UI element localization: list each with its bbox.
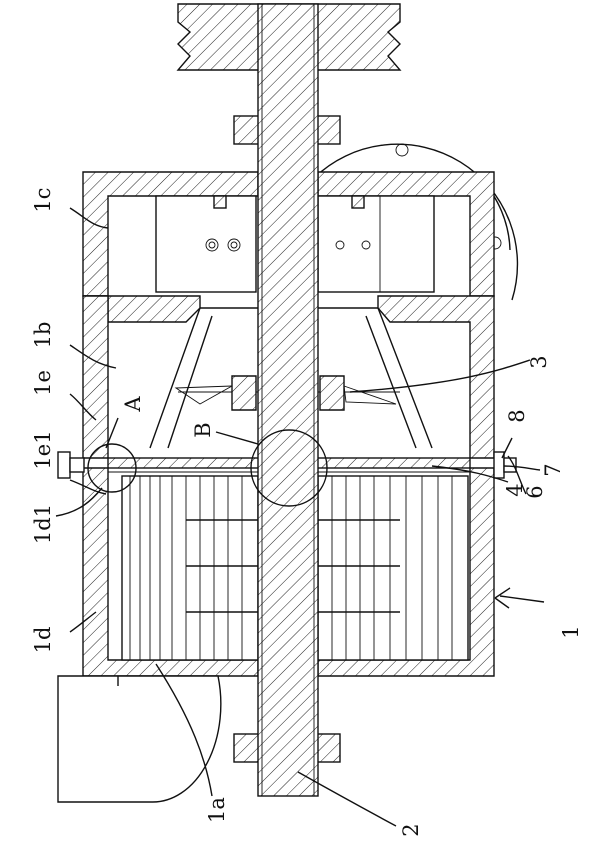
detail-circle-b bbox=[250, 429, 328, 507]
label-1d: 1d bbox=[31, 627, 55, 654]
blade-left bbox=[174, 385, 233, 405]
lower-bearing-left bbox=[233, 733, 261, 763]
main-shaft bbox=[257, 3, 319, 797]
label-6: 6 bbox=[523, 485, 547, 498]
label-1a: 1a bbox=[205, 797, 229, 823]
blade-right bbox=[343, 385, 397, 405]
label-7: 7 bbox=[541, 463, 565, 476]
label-b: B bbox=[191, 422, 215, 437]
label-3: 3 bbox=[527, 355, 551, 368]
label-1d1: 1d1 bbox=[31, 504, 55, 544]
detail-circle-a bbox=[87, 443, 137, 493]
label-4: 4 bbox=[503, 483, 527, 496]
label-2: 2 bbox=[399, 823, 423, 836]
upper-bearing-left bbox=[233, 115, 261, 145]
label-1e1: 1e1 bbox=[31, 430, 55, 469]
label-1c: 1c bbox=[31, 187, 55, 212]
label-1b: 1b bbox=[31, 322, 55, 349]
label-a: A bbox=[121, 396, 145, 413]
grinding-stack bbox=[121, 475, 469, 661]
bolt-left bbox=[57, 451, 85, 479]
label-8: 8 bbox=[505, 409, 529, 422]
label-1: 1 bbox=[559, 625, 583, 638]
upper-housing bbox=[82, 171, 495, 297]
label-1e: 1e bbox=[31, 370, 55, 396]
